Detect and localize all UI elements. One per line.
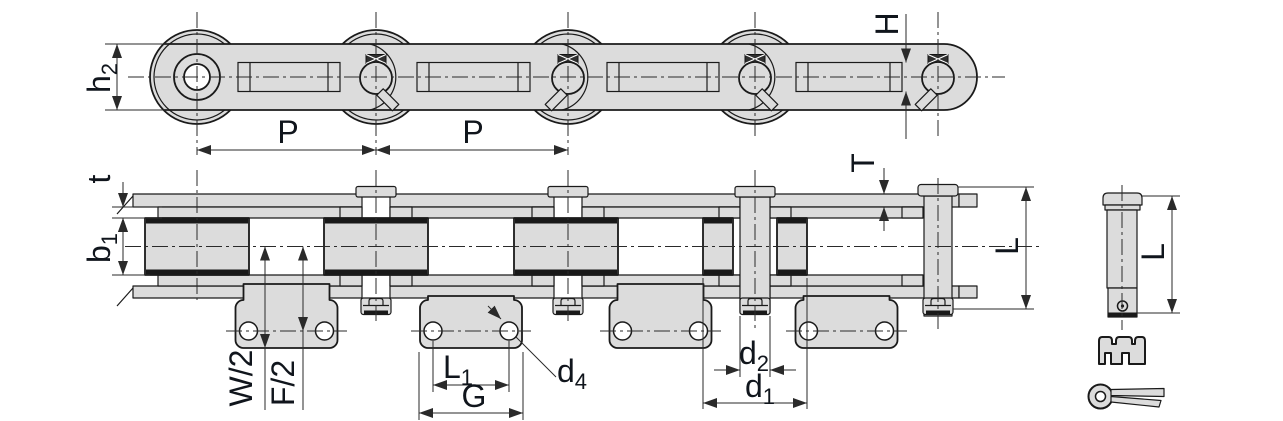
dim-label-p-right: P — [462, 114, 483, 150]
dim-label-b1: b1 — [81, 233, 122, 263]
dim-label-h2: h2 — [81, 63, 122, 93]
plate-end-cap — [958, 285, 978, 299]
dimension-f-half: F/2 — [265, 246, 308, 410]
pin-shank — [1106, 209, 1138, 289]
dimension-b1: b1 — [81, 218, 150, 276]
cotter-pin-part — [1087, 383, 1165, 410]
plate-end-cap — [958, 193, 978, 208]
dimension-L-pin: L — [1135, 195, 1180, 314]
dimension-H: H — [869, 12, 911, 139]
cotter-eye-hole — [1094, 390, 1107, 403]
dim-label-H: H — [869, 12, 905, 35]
dim-label-p-left: P — [277, 114, 298, 150]
bushing-part — [1098, 336, 1146, 365]
plan-view: t b1 T L W/2 F/2 — [81, 153, 1042, 420]
dim-label-w-half: W/2 — [223, 350, 259, 407]
dim-label-L-plan: L — [989, 237, 1025, 255]
bushing-ends — [339, 206, 924, 287]
cotter-leg — [544, 88, 568, 112]
pin-detail: L — [1102, 185, 1180, 330]
attachment-plate — [794, 295, 899, 349]
cotter-leg — [914, 88, 938, 112]
plate-arc — [369, 43, 397, 111]
side-view: h2 P P H — [81, 12, 1005, 155]
cotter-leg — [376, 88, 400, 112]
dim-label-f-half: F/2 — [265, 360, 301, 406]
dimension-T: T — [845, 153, 889, 231]
dimension-pitch: P P — [197, 114, 568, 155]
dimension-d1: d1 — [702, 278, 808, 409]
dimension-h2: h2 — [81, 43, 168, 111]
dim-label-G: G — [462, 378, 487, 414]
dimension-G: G — [418, 352, 524, 420]
cotter-prong-upper — [1110, 387, 1165, 398]
dimension-d2: d2 — [714, 316, 796, 377]
cotter-leg — [755, 88, 779, 112]
dimension-L-plan: L — [953, 186, 1034, 310]
dimension-w-half: W/2 — [223, 246, 270, 410]
roller-section — [702, 217, 808, 276]
outer-plate-strips — [116, 193, 978, 307]
dim-label-d4: d4 — [557, 353, 587, 394]
leader-d4: d4 — [487, 305, 587, 394]
dim-label-L-pin: L — [1135, 243, 1171, 261]
dim-label-d2: d2 — [739, 335, 769, 376]
cotter-prong-lower — [1110, 395, 1162, 408]
slotted-bushing — [1098, 336, 1146, 365]
dim-label-d1: d1 — [745, 368, 775, 409]
plate-arc — [748, 43, 776, 111]
dimension-L1: L1 — [432, 341, 510, 392]
dim-label-T: T — [845, 153, 881, 173]
dim-label-L1: L1 — [443, 349, 473, 390]
dim-label-t: t — [81, 174, 117, 183]
